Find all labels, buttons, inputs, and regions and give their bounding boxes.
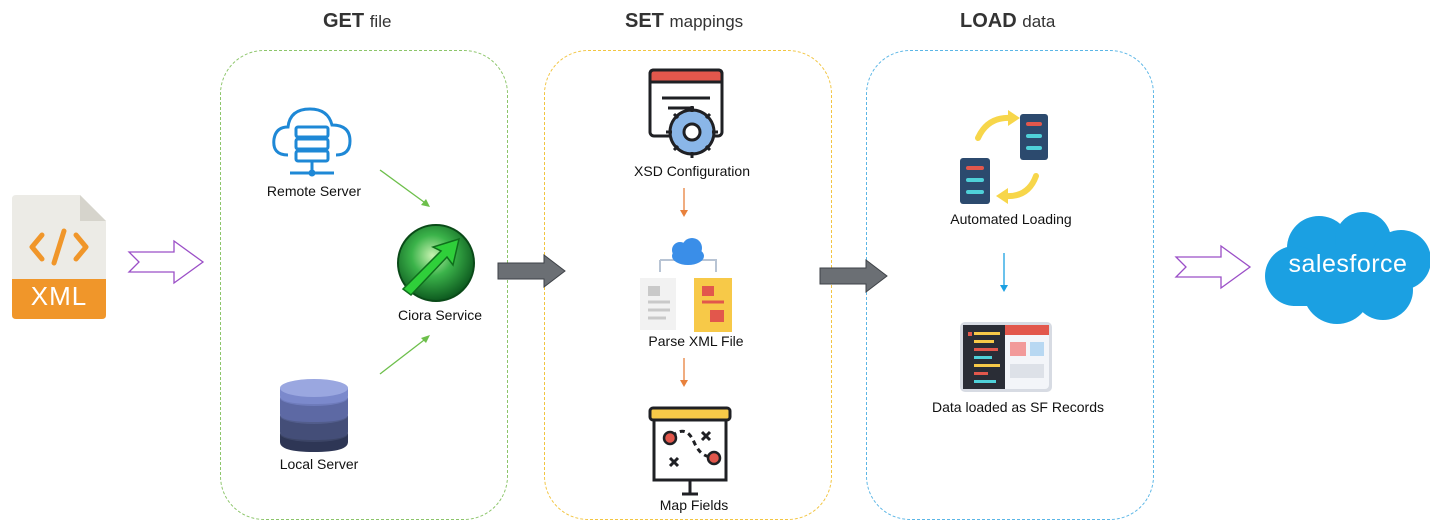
xsd-config-label: XSD Configuration [634,163,750,179]
local-server-label: Local Server [279,456,359,472]
parse-xml-icon [638,238,738,337]
ciora-logo-icon [395,223,477,308]
map-fields-icon [646,404,734,501]
hollow-arrow-right [1174,244,1252,294]
orange-arrow-2 [678,358,690,393]
blue-arrow [998,253,1010,298]
automated-loading-label: Automated Loading [950,211,1072,227]
green-arrow-top [378,168,434,215]
sf-records-icon [960,322,1052,397]
stage-arrow-1 [497,253,566,292]
green-arrow-bottom [378,332,434,381]
orange-arrow-1 [678,188,690,223]
stage-title-set: SET mappings [625,10,744,32]
automated-loading-icon [958,110,1058,209]
stage-arrow-2 [819,258,888,297]
map-fields-label: Map Fields [659,497,729,513]
xml-file-label: XML [30,281,88,311]
ciora-service-label: Ciora Service [397,307,483,323]
hollow-arrow-left [127,239,205,289]
sf-records-label: Data loaded as SF Records [932,399,1104,415]
salesforce-label: salesforce [1288,250,1408,278]
cloud-server-icon [270,105,354,184]
remote-server-label: Remote Server [266,183,362,199]
stage-title-get: GET file [323,10,392,32]
database-icon [278,378,350,459]
salesforce-cloud-icon [1263,210,1430,331]
stage-title-load: LOAD data [960,10,1056,32]
get-panel [220,50,508,520]
xsd-config-icon [648,68,728,165]
parse-xml-label: Parse XML File [648,333,744,349]
xml-file-icon [12,195,108,324]
